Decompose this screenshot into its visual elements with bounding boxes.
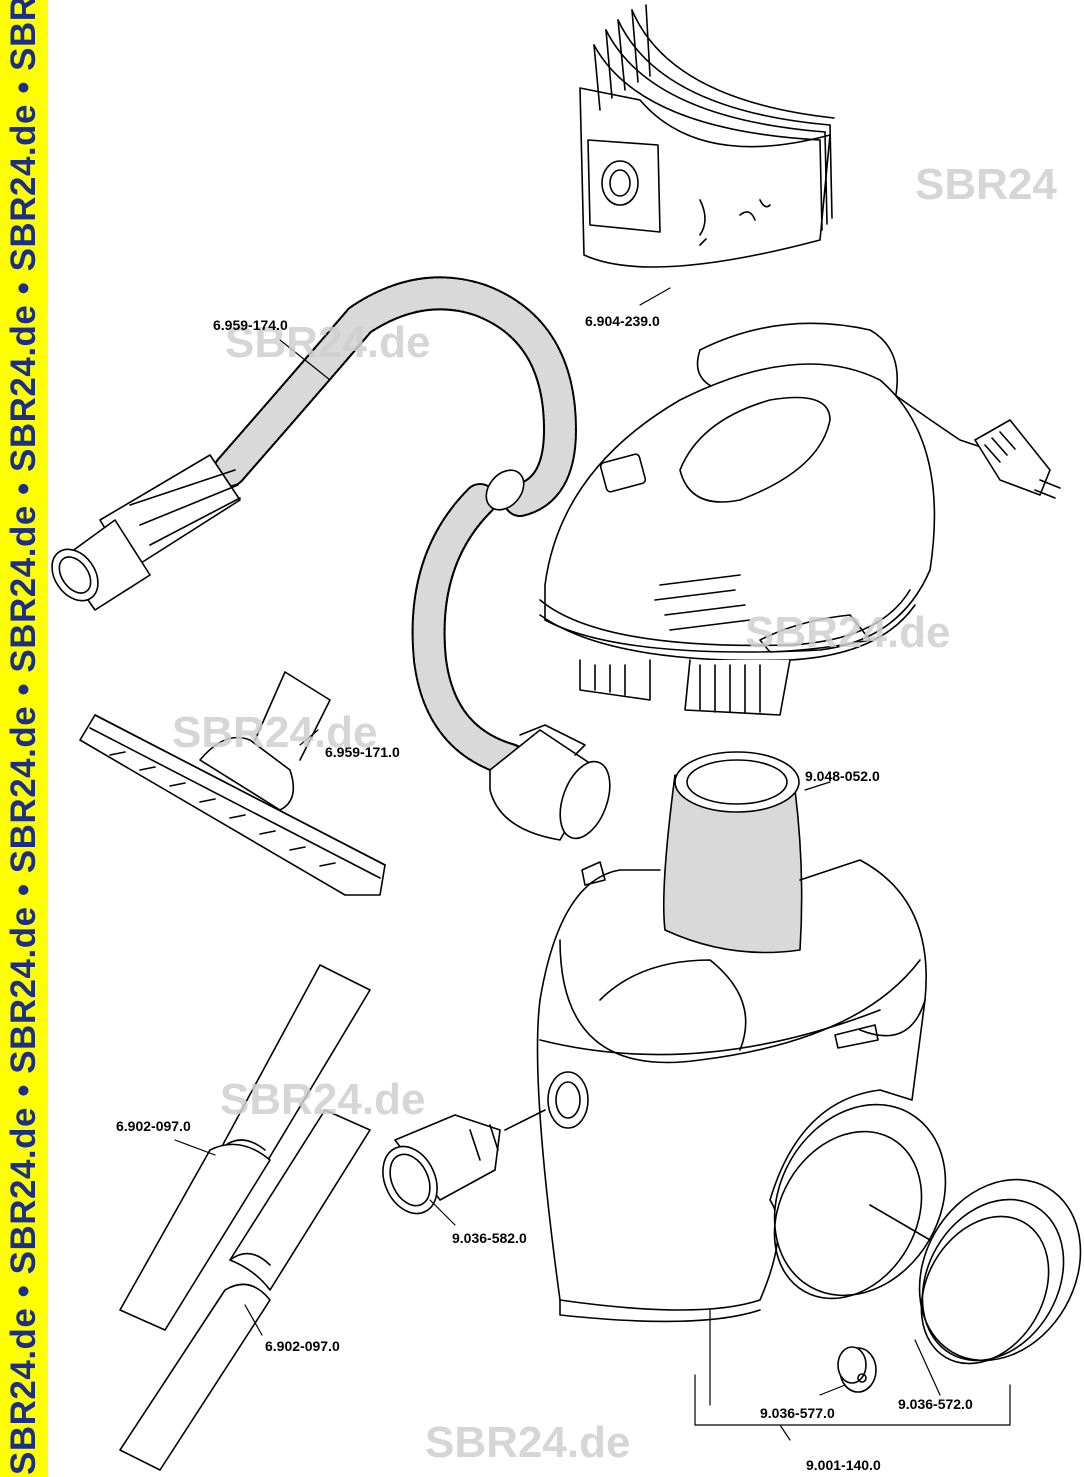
part-label-cartridge-filter: 9.048-052.0 <box>805 768 880 784</box>
side-banner: SBR24.de • SBR24.de • SBR24.de • SBR24.d… <box>0 0 48 1477</box>
part-label-suction-hose: 6.959-174.0 <box>213 317 288 333</box>
part-label-wheel: 9.036-572.0 <box>898 1396 973 1412</box>
part-label-filter-bags: 6.904-239.0 <box>585 313 660 329</box>
watermark: SBR24.de <box>225 318 431 367</box>
part-label-container-assembly: 9.001-140.0 <box>806 1457 881 1473</box>
hose-adapter-drawing <box>382 1109 546 1215</box>
container-drawing <box>536 859 927 1323</box>
part-label-castor: 9.036-577.0 <box>760 1405 835 1421</box>
wheel-large-drawing <box>773 1103 947 1300</box>
part-label-hose-adapter: 9.036-582.0 <box>452 1230 527 1246</box>
part-label-suction-tube-upper: 6.902-097.0 <box>116 1118 191 1134</box>
filter-bags-drawing <box>579 4 835 268</box>
wheel-cap-drawing <box>918 1178 1082 1365</box>
suction-hose-drawing <box>51 276 611 841</box>
castor-drawing <box>837 1346 877 1393</box>
watermark: SBR24.de <box>425 1418 631 1467</box>
watermark: SBR24 <box>915 160 1057 209</box>
cartridge-filter-drawing <box>662 751 803 954</box>
watermark: SBR24.de <box>220 1075 426 1124</box>
suction-tubes-drawing <box>119 964 371 1471</box>
watermark: SBR24.de <box>745 608 951 657</box>
motor-head-drawing <box>539 322 1061 716</box>
floor-nozzle-drawing <box>79 671 386 896</box>
part-label-suction-tube-lower: 6.902-097.0 <box>265 1338 340 1354</box>
watermark: SBR24.de <box>172 708 378 757</box>
leader-lines <box>174 287 1011 1441</box>
part-label-floor-nozzle: 6.959-171.0 <box>325 744 400 760</box>
